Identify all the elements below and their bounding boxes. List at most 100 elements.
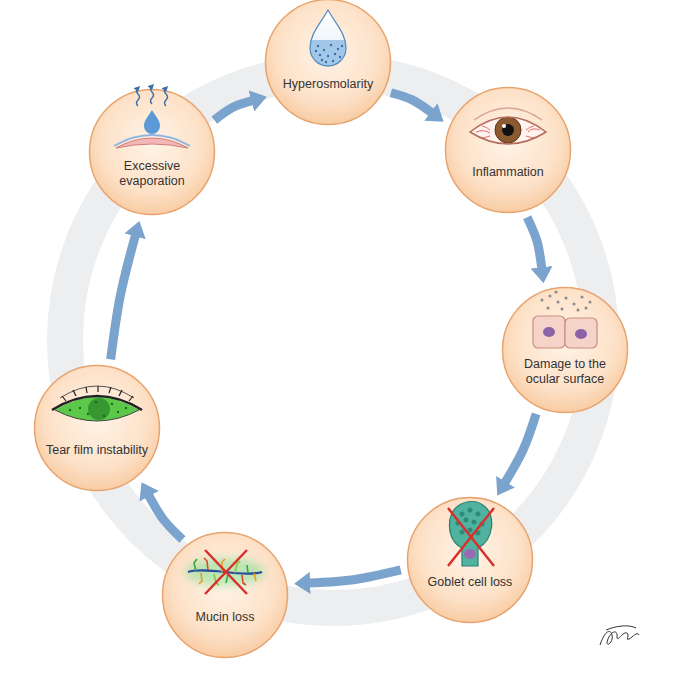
goblet-cell-icon-part-part — [460, 512, 465, 517]
damaged-cells-icon-part — [543, 327, 555, 337]
fluorescein-eye-icon-part-part-part — [87, 413, 89, 415]
red-eye-icon-part — [470, 117, 546, 144]
mucin-icon-part-part — [254, 573, 256, 581]
red-eye-icon-part-part — [495, 117, 521, 143]
fluorescein-eye-icon-part — [52, 396, 142, 410]
circle-fill — [408, 498, 533, 623]
drop-icon-part-part — [327, 55, 329, 57]
damaged-cells-icon-part-part — [557, 301, 560, 304]
red-eye-icon-part-part-part — [528, 129, 540, 132]
fluorescein-eye-icon-part-part — [62, 396, 66, 401]
fluorescein-eye-icon-part-part-part — [103, 415, 105, 417]
node-label: Excessive evaporation — [106, 159, 198, 189]
damaged-cells-icon-part-part — [555, 291, 558, 294]
cycle-arrow — [527, 217, 542, 268]
red-eye-icon-part-part-part — [482, 126, 490, 130]
damaged-cells-icon-part — [575, 329, 587, 339]
drop-icon-part-part — [341, 45, 343, 47]
fluorescein-eye-icon-part-part-part — [79, 407, 81, 409]
red-eye-icon — [470, 108, 546, 144]
damaged-cells-icon-part-part — [589, 301, 592, 304]
goblet-cell-icon — [448, 502, 494, 567]
cycle-circle: Mucin loss — [161, 531, 289, 659]
goblet-cell-icon-part-part — [468, 508, 473, 513]
goblet-cell-icon-part — [464, 549, 476, 559]
damaged-cells-icon-part-part — [547, 307, 550, 310]
circle-fill — [446, 88, 571, 213]
mucin-icon-part-part — [204, 558, 208, 570]
fluorescein-eye-icon-part-part — [73, 390, 76, 396]
cycle-circle: Inflammation — [444, 86, 572, 214]
drop-icon-part — [310, 10, 346, 66]
fluorescein-eye-icon-part — [62, 386, 133, 401]
node-label: Mucin loss — [169, 610, 281, 625]
evaporation-icon-part-part — [165, 88, 168, 106]
fluorescein-eye-icon-part-part — [119, 390, 122, 396]
evaporation-icon — [114, 86, 190, 148]
circle-outline — [444, 86, 572, 214]
cycle-circle: Tear film instability — [33, 364, 161, 492]
damaged-cells-icon — [533, 291, 597, 349]
evaporation-icon-part-part — [137, 88, 140, 106]
cycle-arrow — [149, 495, 183, 539]
fluorescein-eye-icon-part-part — [97, 386, 98, 392]
mucin-icon — [185, 550, 265, 594]
drop-icon — [300, 10, 360, 70]
goblet-cell-icon-part-part — [464, 518, 469, 523]
drop-icon-part-part — [332, 60, 334, 62]
damaged-cells-icon-part-part — [585, 307, 588, 310]
fluorescein-eye-icon-part-part — [88, 398, 110, 420]
signature — [600, 626, 639, 645]
drop-icon-part-part — [325, 61, 327, 63]
fluorescein-eye-icon-part — [55, 397, 139, 421]
node-label: Goblet cell loss — [414, 575, 526, 590]
fluorescein-eye-icon-part-part-part — [117, 411, 119, 413]
red-eye-icon-part — [470, 117, 546, 144]
cycle-arrow — [214, 101, 252, 120]
evaporation-icon-part — [116, 138, 188, 148]
node-label: Hyperosmolarity — [272, 77, 384, 92]
damaged-cells-icon-part — [541, 291, 592, 312]
circle-fill — [163, 533, 288, 658]
node-label: Damage to the ocular surface — [515, 357, 615, 387]
cycle-arrow — [309, 570, 401, 583]
damaged-cells-icon-part-part — [549, 295, 552, 298]
circle-fill — [90, 90, 215, 215]
drop-icon-part-part — [317, 45, 319, 47]
cycle-circle: Damage to the ocular surface — [501, 286, 629, 414]
damaged-cells-icon-part-part — [541, 299, 544, 302]
goblet-cell-icon-part — [448, 508, 494, 566]
fluorescein-eye-icon-part-part-part — [95, 401, 97, 403]
fluorescein-eye-icon-part-part — [69, 401, 127, 417]
damaged-cells-icon-part-part — [577, 309, 580, 312]
cycle-arrow — [391, 93, 432, 113]
damaged-cells-icon-part — [565, 318, 597, 348]
node-label: Tear film instability — [37, 443, 157, 458]
evaporation-icon-part — [137, 86, 168, 106]
fluorescein-eye-icon — [52, 386, 142, 421]
mucin-icon-part-part — [242, 575, 246, 585]
drop-icon-part-part — [337, 48, 339, 50]
drop-icon-part-part — [330, 44, 332, 46]
fluorescein-eye-icon-part-part — [129, 396, 133, 401]
mucin-icon-part-part — [194, 559, 197, 571]
goblet-cell-icon-part-part — [476, 512, 481, 517]
circle-outline — [501, 286, 629, 414]
node-label: Inflammation — [452, 165, 564, 180]
mucin-icon-part — [205, 550, 247, 594]
circle-fill — [503, 288, 628, 413]
drop-icon-part-part — [319, 54, 321, 56]
red-eye-icon-part-part — [502, 124, 506, 128]
damaged-cells-icon-part-part — [561, 308, 564, 311]
circle-fill — [266, 0, 391, 125]
circle-fill — [35, 366, 160, 491]
red-eye-icon-part-part-part — [526, 126, 534, 130]
fluorescein-eye-icon-part — [55, 410, 139, 421]
drop-icon-part-part — [315, 50, 317, 52]
red-eye-icon-part-part-part — [476, 131, 490, 133]
cycle-arrow — [111, 235, 136, 359]
circle-outline — [88, 88, 216, 216]
fluorescein-eye-icon-part-part — [109, 387, 111, 393]
drop-icon-part-part — [334, 53, 336, 55]
